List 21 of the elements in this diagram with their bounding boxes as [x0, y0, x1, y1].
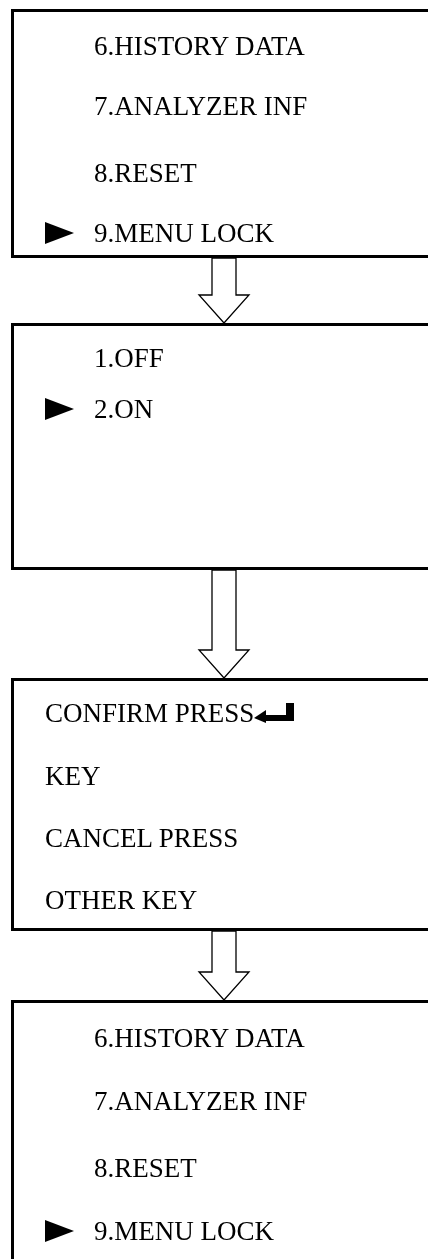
- menu-item: 9.MENU LOCK: [94, 1217, 274, 1245]
- menu-screen: [11, 1000, 428, 1259]
- menu-item: KEY: [45, 762, 101, 790]
- menu-item: 6.HISTORY DATA: [94, 1024, 305, 1052]
- menu-screen: [11, 323, 428, 570]
- menu-item: 7.ANALYZER INF: [94, 1087, 308, 1115]
- menu-item: 6.HISTORY DATA: [94, 32, 305, 60]
- hollow-arrow: [197, 569, 251, 679]
- menu-item: CANCEL PRESS: [45, 824, 239, 852]
- menu-item: 8.RESET: [94, 159, 197, 187]
- hollow-arrow: [197, 257, 251, 324]
- menu-item: 8.RESET: [94, 1154, 197, 1182]
- hollow-arrow: [197, 930, 251, 1001]
- menu-item: 7.ANALYZER INF: [94, 92, 308, 120]
- menu-item: OTHER KEY: [45, 886, 198, 914]
- menu-item: 1.OFF: [94, 344, 164, 372]
- menu-item: 9.MENU LOCK: [94, 219, 274, 247]
- menu-screen: [11, 9, 428, 258]
- menu-item: CONFIRM PRESS: [45, 699, 255, 727]
- menu-item: 2.ON: [94, 395, 154, 423]
- menu-screen: [11, 678, 428, 931]
